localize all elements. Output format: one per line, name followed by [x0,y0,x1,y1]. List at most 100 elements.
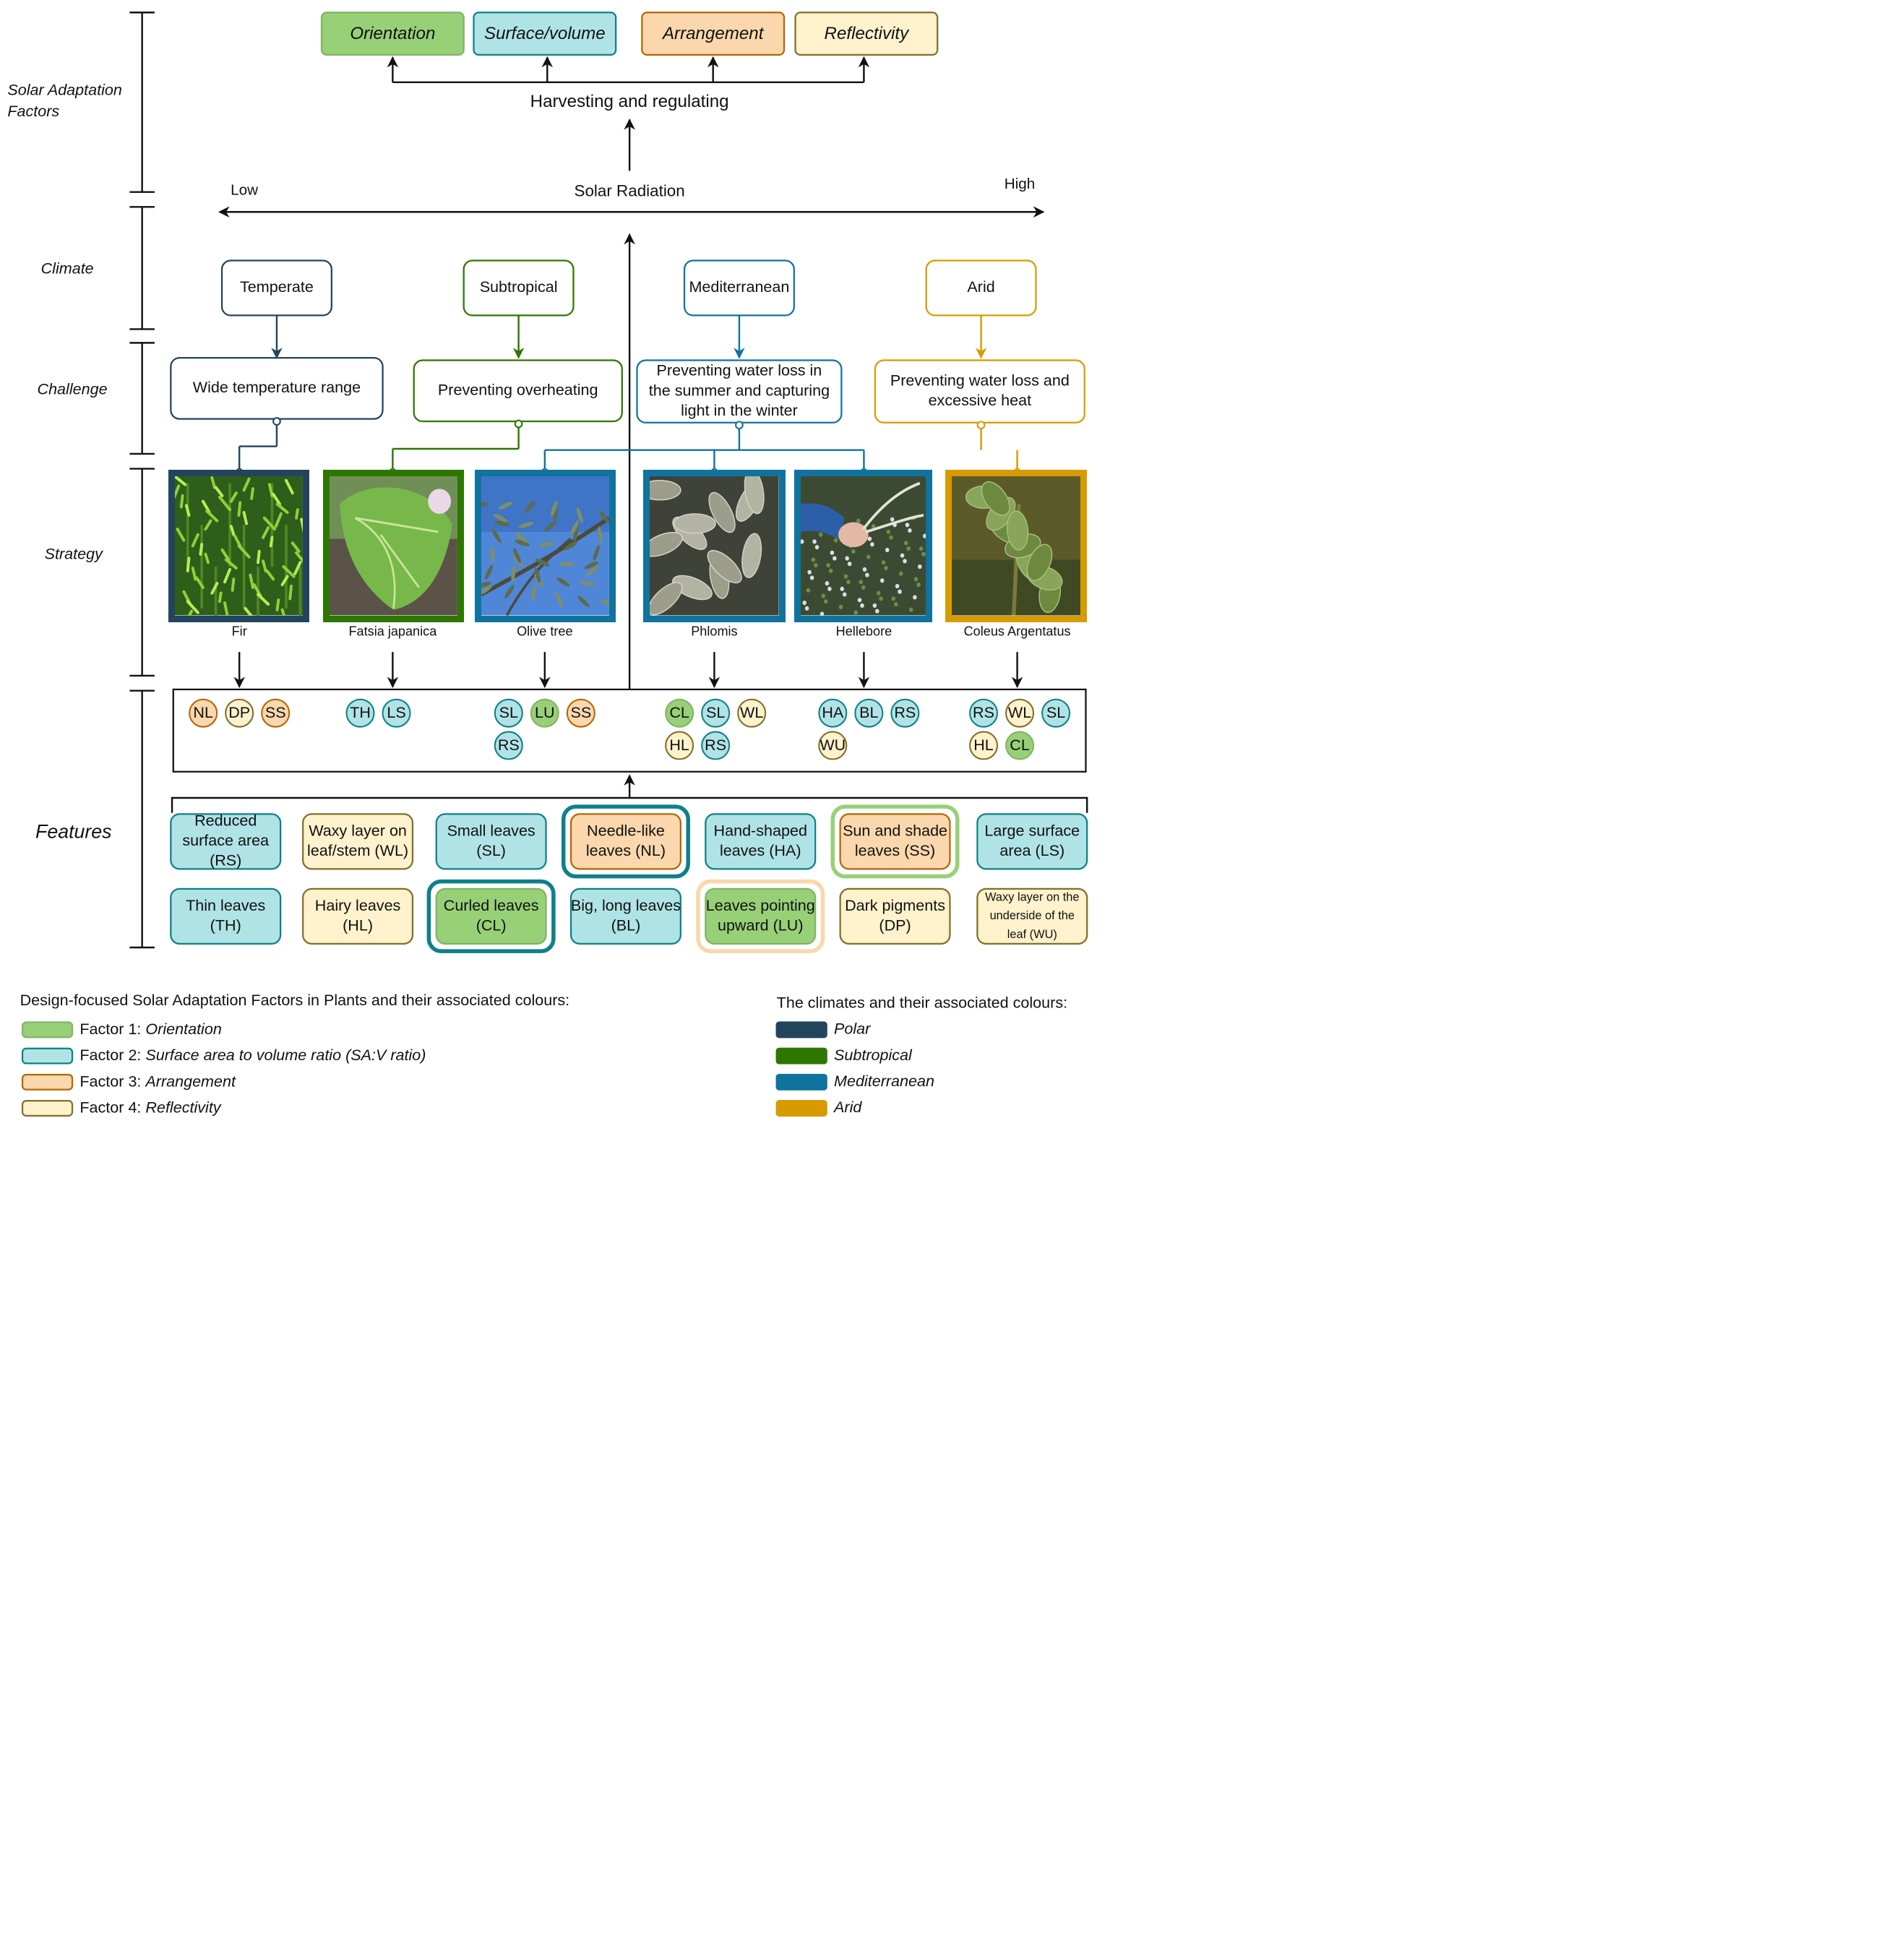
feature-card-text-12: upward (LU) [718,916,804,934]
legend-climate-text-arid: Arid [833,1098,862,1116]
feature-badge-label-rs: RS [894,703,916,721]
feature-card-8 [170,887,282,945]
hellebore-photo [793,470,933,622]
feature-badge-label-nl: NL [193,703,213,721]
feature-badge-label-hl: HL [669,736,689,754]
feature-card-text-7: area (LS) [999,841,1064,859]
challenge-text-2: Preventing overheating [438,380,598,398]
feature-card-text-4: leaves (NL) [586,841,666,859]
feature-card-highlight [426,879,556,953]
feature-badge-wl [1005,698,1035,728]
factor-box-arrangement [641,12,786,56]
olive-photo [475,470,616,622]
feature-badge-nl [189,698,218,728]
feature-card-7 [976,813,1088,870]
legend-climate-swatch-polar [775,1021,827,1039]
feature-badge-label-rs: RS [705,736,726,754]
feature-badge-cl [1005,731,1035,760]
challenge-text-3: the summer and capturing [649,381,830,399]
feature-badge-sl [1041,698,1071,728]
legend-climate-text-subtropical: Subtropical [834,1046,913,1064]
feature-card-text-11: Big, long leaves [571,896,681,914]
level-label-solar-adaptation-factors: Solar Adaptation [7,81,122,99]
feature-card-11 [569,887,681,945]
feature-card-text-10: Curled leaves [444,896,539,914]
connector-arid-knob [976,421,986,430]
feature-card-text-2: leaf/stem (WL) [307,841,408,859]
feature-badge-cl [665,698,694,728]
legend-climate-text-polar: Polar [834,1020,871,1038]
feature-badge-label-dp: DP [228,703,250,721]
legend-factor-swatch-1 [21,1021,74,1039]
feature-card-text-5: Hand-shaped [714,821,807,839]
legend-climate-text-mediterranean: Mediterranean [834,1072,934,1090]
challenge-text-3: Preventing water loss in [657,361,822,379]
feature-badge-rs [890,698,920,728]
plant-name-fir: Fir [232,624,247,638]
feature-card-3 [435,813,547,870]
challenge-text-4: excessive heat [929,391,1032,409]
connector-temperate-knob [272,417,281,426]
feature-badge-label-rs: RS [973,703,994,721]
feature-card-text-3: Small leaves [447,821,535,839]
challenge-text-1: Wide temperature range [193,378,361,396]
legend-factor-text-3: Factor 3: Arrangement [79,1072,236,1090]
feature-summary-box [172,688,1087,773]
feature-card-text-1: surface area [182,831,269,849]
feature-card-text-10: (CL) [476,916,507,934]
feature-badge-lu [530,698,559,728]
feature-card-text-4: Needle-like [587,821,665,839]
feature-card-text-8: Thin leaves [186,896,265,914]
level-label-climate: Climate [41,259,94,277]
feature-card-14 [976,887,1088,945]
factor-label-orientation: Orientation [350,24,435,43]
feature-badge-ss [261,698,291,728]
feature-badge-label-wl: WL [740,703,763,721]
feature-card-12 [705,887,817,945]
feature-card-6 [839,813,951,870]
feature-card-2 [302,813,414,870]
feature-badge-label-bl: BL [859,703,878,721]
feature-card-text-13: (DP) [879,916,911,934]
feature-card-text-1: Reduced [194,811,257,829]
legend-factor-text-4: Factor 4: Reflectivity [79,1098,221,1116]
coleus-photo [945,470,1088,622]
feature-card-text-1: (RS) [210,851,241,869]
features-bracket [171,796,1088,813]
connector-subtropical-knob [514,419,523,429]
feature-badge-th [345,698,375,728]
plant-name-coleus-argentatus: Coleus Argentatus [964,624,1071,638]
feature-card-text-9: Hairy leaves [315,896,401,914]
level-label-strategy: Strategy [45,544,103,562]
feature-badge-rs [969,698,999,728]
feature-badge-label-rs: RS [498,736,520,754]
climate-label-mediterranean: Mediterranean [689,278,789,296]
challenge-text-3: light in the winter [681,401,798,419]
feature-badge-label-wu: WU [820,736,846,754]
level-label-challenge: Challenge [38,380,108,398]
climate-label-arid: Arid [967,278,994,296]
legend-factors-title: Design-focused Solar Adaptation Factors … [20,991,570,1009]
feature-card-4 [569,813,681,870]
feature-badge-ss [566,698,595,728]
feature-card-9 [302,887,414,945]
feature-card-text-14: Waxy layer on the [985,890,1079,903]
factor-box-reflectivity [794,12,939,56]
feature-card-1 [170,813,282,870]
plant-name-fatsia-japanica: Fatsia japanica [348,624,437,638]
plant-name-olive-tree: Olive tree [517,624,573,638]
feature-badge-wu [818,731,848,760]
feature-card-5 [705,813,817,870]
plant-name-hellebore: Hellebore [836,624,892,638]
feature-badge-label-hl: HL [973,736,994,754]
radiation-high-label: High [1005,176,1036,192]
legend-climate-swatch-mediterranean [775,1073,827,1091]
harvesting-label: Harvesting and regulating [530,92,729,111]
fir-photo [168,470,309,622]
solar-radiation-label: Solar Radiation [575,182,685,200]
feature-badge-bl [854,698,884,728]
feature-badge-label-lu: LU [535,703,555,721]
legend-factor-swatch-2 [21,1047,74,1065]
feature-card-text-9: (HL) [343,916,373,934]
